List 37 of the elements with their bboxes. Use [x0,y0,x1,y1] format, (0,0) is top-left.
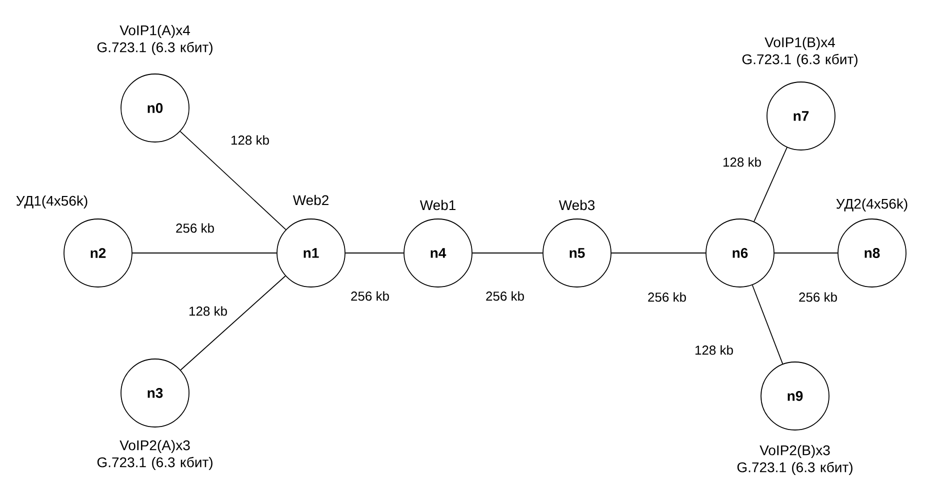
link-line [752,284,784,364]
node-caption: VoIP2(A)x3 G.723.1 (6.3 кбит) [97,440,212,470]
edge-label: 256 kb [351,291,389,301]
node-caption: Web3 [558,200,595,210]
link-line [180,276,286,370]
node-caption: УД1(4x56k) [16,195,88,209]
node-caption: Web1 [420,200,456,210]
link-line [132,252,277,254]
network-node: n3 [120,358,190,428]
network-node: n7 [766,82,836,150]
link-line [754,147,788,222]
edge-label: 128 kb [695,345,733,355]
edge-label: 256 kb [486,291,524,301]
edge-label: 256 kb [176,223,214,233]
edge-label: 128 kb [189,306,227,316]
link-line [345,252,404,254]
node-caption: Web2 [292,194,328,206]
node-caption: VoIP1(A)x4 G.723.1 (6.3 кбит) [97,24,212,56]
network-node: n0 [120,74,190,142]
edge-label: 256 kb [648,292,686,302]
link-line [774,252,838,254]
edge-label: 128 kb [723,157,761,167]
network-node: n8 [838,218,906,288]
network-node: n2 [64,218,132,288]
link-line [611,252,706,254]
network-node: n5 [542,218,612,288]
network-node: n1 [276,218,346,288]
network-node: n6 [706,218,774,288]
link-line [180,131,286,230]
link-line [472,252,543,254]
edge-label: 128 kb [231,135,269,145]
edge-label: 256 kb [799,292,837,302]
node-caption: VoIP2(B)x3 G.723.1 (6.3 кбит) [737,444,852,476]
node-caption: УД2(4x56k) [836,198,908,212]
network-node: n4 [404,218,472,288]
network-node: n9 [760,362,830,430]
node-caption: VoIP1(B)x4 G.723.1 (6.3 кбит) [742,36,858,68]
